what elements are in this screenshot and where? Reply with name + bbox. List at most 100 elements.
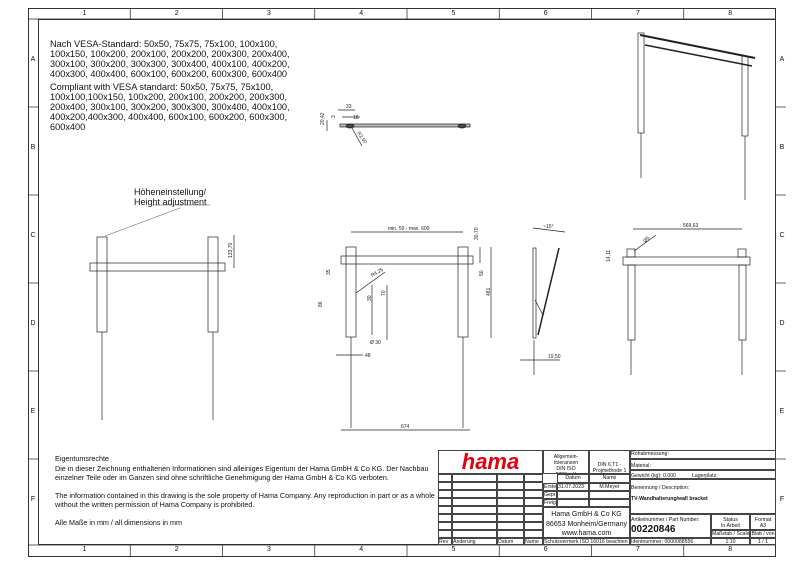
dim-label: 14,11 (606, 250, 612, 262)
format-value: A3 (759, 523, 767, 529)
notice-en: The information contained in this drawin… (55, 490, 435, 510)
isometric-view (637, 32, 756, 200)
revision-cell (438, 498, 452, 506)
revision-cell (452, 506, 497, 514)
front-view-dimensioned: min. 50 - max. 600 30,70 50 481 35 R4,25… (318, 226, 492, 431)
raw-dimension: Rohabmessung: (630, 450, 776, 459)
top-view: 20,42 3 33 18 R2,50 (320, 104, 471, 147)
tolerances: Allgemein-toleranzen DIN ISO 2768-mK (543, 450, 589, 474)
row-letter: C (779, 232, 785, 239)
released-label: Freig. (543, 499, 557, 507)
height-adjust-label: Höheneinstellung/ Height adjustment (134, 187, 207, 207)
revision-cell (524, 530, 543, 538)
change-header: Änderung (452, 538, 497, 545)
height-label-en: Height adjustment (134, 197, 207, 207)
dim-label: 481 (486, 287, 492, 296)
dim-label: 20,42 (320, 112, 326, 125)
row-letter: C (30, 232, 36, 239)
revision-cell (438, 522, 452, 530)
dim-label: 30 (367, 295, 373, 301)
protection-note: Schutzvermerk ISO 16016 beachten (543, 538, 630, 545)
column-number: 7 (636, 546, 640, 553)
revision-cell (497, 522, 524, 530)
units-note: Alle Maße in mm / all dimensions in mm (55, 517, 183, 527)
column-number: 2 (174, 546, 179, 553)
dim-label: 35 (326, 269, 332, 275)
revision-cell (438, 490, 452, 498)
revision-cell (452, 482, 497, 490)
description-block: Benennung / Description: TV-Wandhalterun… (630, 479, 776, 514)
dim-label: 50 (479, 270, 485, 276)
part-number: 00220846 (631, 524, 676, 535)
format-label: Format (754, 517, 772, 523)
revision-cell (438, 530, 452, 538)
revision-cell (524, 506, 543, 514)
column-number: 5 (451, 10, 456, 17)
revision-cell (497, 482, 524, 490)
revision-cell (524, 514, 543, 522)
revision-cell (497, 506, 524, 514)
column-number: 6 (543, 10, 548, 17)
status-label: Status (723, 517, 738, 523)
dim-label: 3 (331, 115, 337, 118)
material: Material: (630, 459, 776, 470)
name-header: Name (524, 538, 543, 545)
dim-label: 569,63 (683, 223, 699, 229)
dim-label: 86 (318, 301, 324, 307)
column-number: 1 (82, 10, 87, 17)
column-number: 3 (267, 10, 271, 17)
revision-cell (452, 522, 497, 530)
scale-label: Maßstab / Scale (711, 530, 750, 538)
dim-label: R4,25 (370, 267, 385, 279)
dim-label: min. 50 - max. 600 (388, 226, 430, 232)
weight: Gewicht (kg): 0.000 (631, 473, 676, 479)
revision-cell (497, 514, 524, 522)
revision-cell (438, 482, 452, 490)
ident-number: Identnummer: 0000088556 (630, 538, 711, 545)
row-letter: A (779, 56, 785, 63)
dim-label: ~15° (543, 224, 553, 230)
ownership-notice: Eigentumsrechte Die in dieser Zeichnung … (55, 454, 445, 527)
column-number: 8 (728, 10, 733, 17)
scale-value: 1:10 (711, 538, 750, 545)
dim-label: 674 (401, 424, 410, 430)
description-label: Benennung / Description: (631, 485, 690, 491)
company-address: 86653 Monheim/Germany (546, 520, 627, 528)
row-letter: D (30, 320, 36, 327)
revision-cell (497, 490, 524, 498)
column-number: 4 (359, 10, 364, 17)
revision-cell (497, 498, 524, 506)
hama-logo: hama (438, 450, 543, 474)
created-by: M.Meyer (589, 483, 630, 491)
vesa-text-de: Nach VESA-Standard: 50x50, 75x75, 75x100… (50, 39, 290, 79)
part-number-label: Artikelnummer / Part Number: (631, 517, 700, 523)
height-label-de: Höheneinstellung/ (134, 187, 207, 197)
name-col-header: Name (589, 474, 630, 483)
row-letter: A (30, 56, 36, 63)
revision-cell (452, 490, 497, 498)
dim-label: Ø5 (642, 235, 651, 244)
side-view: ~15° 19,50 (520, 224, 566, 375)
revision-cell (524, 522, 543, 530)
drawing-area (38, 19, 776, 545)
column-number: 2 (174, 10, 179, 17)
revision-cell (438, 474, 452, 482)
row-letter: B (30, 144, 36, 151)
checked-date (557, 491, 589, 499)
revision-cell (497, 474, 524, 482)
sheet-value: 1 / 1 (750, 538, 776, 545)
released-by (589, 499, 630, 507)
checked-label: Gepr. (543, 491, 557, 499)
revision-cell (524, 490, 543, 498)
revision-cell (524, 482, 543, 490)
dim-label: 18 (353, 115, 359, 121)
column-number: 3 (267, 546, 271, 553)
row-letter: F (30, 496, 36, 503)
front-view-small: 133,70 (89, 204, 235, 420)
revision-cell (438, 506, 452, 514)
rear-view: 569,63 14,11 Ø5 (606, 223, 751, 375)
company-website: www.hama.com (561, 530, 612, 537)
